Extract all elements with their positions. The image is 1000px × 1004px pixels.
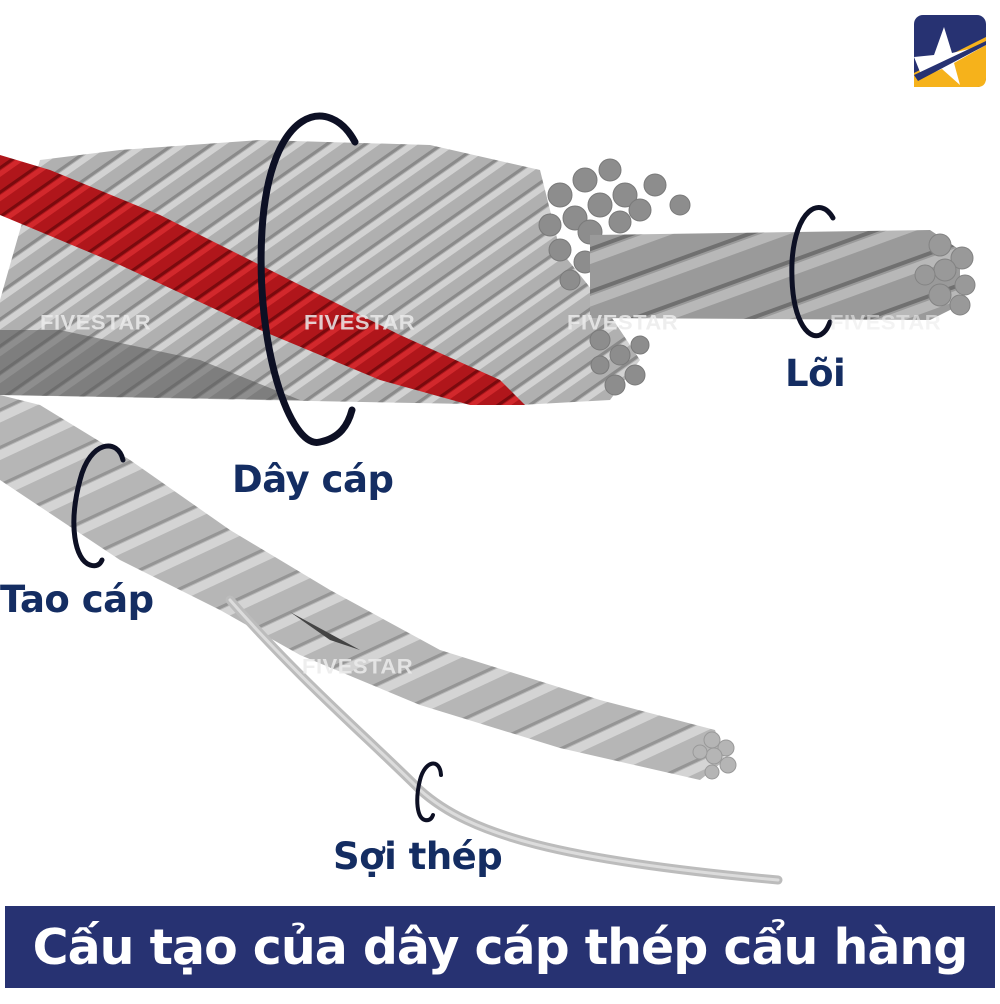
watermark: FIVESTAR <box>567 310 679 335</box>
ring-bracket-icon-soi-thep <box>415 761 443 823</box>
strand-ends <box>538 158 691 396</box>
label-day-cap: Dây cáp <box>232 458 394 501</box>
strand-illustration <box>0 395 783 885</box>
watermark: FIVESTAR <box>302 654 414 679</box>
watermark: FIVESTAR <box>304 310 416 335</box>
watermark: FIVESTAR <box>40 310 152 335</box>
label-tao-cap: Tao cáp <box>0 578 154 621</box>
title-banner: Cấu tạo của dây cáp thép cẩu hàng <box>5 906 995 988</box>
core-illustration <box>590 230 976 320</box>
label-soi-thep: Sợi thép <box>333 835 503 878</box>
watermark: FIVESTAR <box>830 310 942 335</box>
ring-bracket-icon-loi <box>789 205 836 339</box>
ring-bracket-icon-tao-cap <box>71 443 126 569</box>
page-title: Cấu tạo của dây cáp thép cẩu hàng <box>32 918 969 976</box>
fivestar-star-logo-icon <box>914 15 986 87</box>
ring-bracket-icon-day-cap <box>257 112 359 446</box>
wire-rope-body <box>0 140 640 405</box>
label-loi: Lõi <box>785 352 846 395</box>
